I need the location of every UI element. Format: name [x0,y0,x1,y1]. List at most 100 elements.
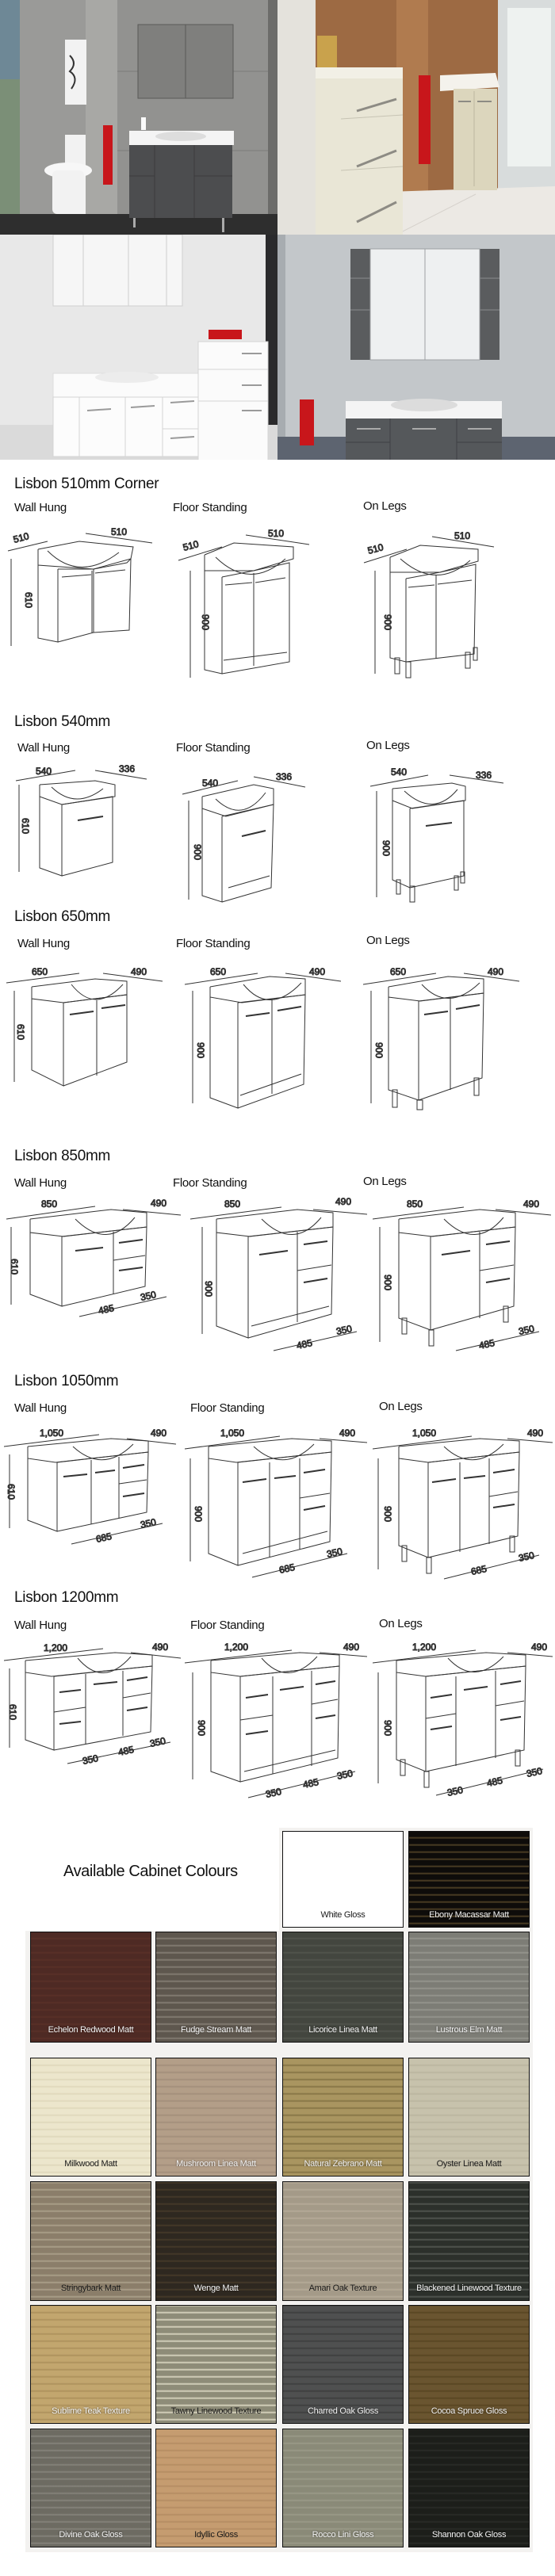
svg-text:350: 350 [336,1768,354,1782]
colour-swatch-white-gloss[interactable]: White Gloss [282,1831,404,1928]
svg-text:610: 610 [20,818,31,834]
drawing-540-on-legs: 540 336 900 [361,761,511,904]
swatch-texture [31,2306,151,2423]
swatch-texture [283,1832,403,1927]
colour-swatch-idyllic-gloss[interactable]: Idyllic Gloss [155,2429,277,2547]
swatch-label: Licorice Linea Matt [308,2025,377,2035]
colour-swatch-natural-zebrano-matt[interactable]: Natural Zebrano Matt [282,2058,404,2177]
svg-text:490: 490 [523,1198,539,1210]
swatch-texture [283,2058,403,2176]
svg-text:490: 490 [527,1428,543,1439]
svg-text:510: 510 [111,526,127,537]
svg-text:490: 490 [335,1196,351,1207]
drawing-corner-floor-standing: 510 510 900 [174,527,317,686]
swatch-texture [156,2306,276,2423]
section-title: Lisbon 1200mm [14,1589,119,1606]
svg-text:850: 850 [407,1198,423,1210]
colour-swatch-fudge-stream-matt[interactable]: Fudge Stream Matt [155,1932,277,2043]
colour-swatch-echelon-redwood-matt[interactable]: Echelon Redwood Matt [30,1932,151,2043]
svg-text:350: 350 [140,1516,158,1531]
svg-text:540: 540 [391,766,407,778]
svg-text:350: 350 [526,1765,544,1779]
variant-label-wall-hung: Wall Hung [17,741,70,755]
colours-title: Available Cabinet Colours [63,1863,238,1880]
svg-text:610: 610 [7,1704,18,1720]
swatch-label: Fudge Stream Matt [180,2025,252,2035]
svg-text:490: 490 [531,1642,547,1653]
swatch-label: Natural Zebrano Matt [304,2159,382,2169]
section-title: Lisbon 850mm [14,1148,111,1164]
colour-swatch-blackened-linewood-texture[interactable]: Blackened Linewood Texture [408,2181,530,2301]
svg-text:1,050: 1,050 [220,1428,244,1439]
svg-text:336: 336 [119,763,135,774]
swatch-label: Idyllic Gloss [194,2530,238,2540]
svg-text:900: 900 [382,1275,393,1290]
colour-swatch-milkwood-matt[interactable]: Milkwood Matt [30,2058,151,2177]
svg-text:610: 610 [9,1259,20,1275]
swatch-label: Wenge Matt [193,2284,239,2293]
colour-swatch-oyster-linea-matt[interactable]: Oyster Linea Matt [408,2058,530,2177]
swatch-label: Shannon Oak Gloss [431,2530,507,2540]
colour-swatch-licorice-linea-matt[interactable]: Licorice Linea Matt [282,1932,404,2043]
svg-text:490: 490 [339,1428,355,1439]
swatch-texture [409,1932,529,2042]
svg-text:1,200: 1,200 [412,1642,436,1653]
svg-text:485: 485 [302,1776,320,1791]
colour-swatch-lustrous-elm-matt[interactable]: Lustrous Elm Matt [408,1932,530,2043]
drawing-1200-floor-standing: 1,200 490 900 350 485 350 [181,1641,371,1800]
colour-swatch-amari-oak-texture[interactable]: Amari Oak Texture [282,2181,404,2301]
svg-text:900: 900 [195,1042,206,1058]
colour-swatch-divine-oak-gloss[interactable]: Divine Oak Gloss [30,2429,151,2547]
swatch-texture [409,2058,529,2176]
swatch-label: Oyster Linea Matt [436,2159,502,2169]
colour-swatch-stringybark-matt[interactable]: Stringybark Matt [30,2181,151,2301]
variant-label-on-legs: On Legs [366,934,410,947]
variant-label-floor-standing: Floor Standing [176,937,251,950]
svg-text:900: 900 [382,1720,393,1736]
swatch-label: Milkwood Matt [64,2159,117,2169]
colour-swatch-cocoa-spruce-gloss[interactable]: Cocoa Spruce Gloss [408,2305,530,2424]
photo-dark-grey-vanity [278,235,555,460]
svg-text:685: 685 [278,1561,297,1576]
svg-text:350: 350 [82,1752,100,1767]
svg-text:485: 485 [296,1337,314,1351]
swatch-texture [156,2182,276,2300]
drawing-850-on-legs: 850 490 900 485 350 [369,1195,555,1354]
svg-text:490: 490 [488,966,503,977]
colour-swatch-rocco-lini-gloss[interactable]: Rocco Lini Gloss [282,2429,404,2547]
swatch-texture [156,2429,276,2547]
colour-swatch-wenge-matt[interactable]: Wenge Matt [155,2181,277,2301]
drawing-1050-wall-hung: 1,050 490 610 685 350 [0,1427,182,1546]
swatch-texture [156,1932,276,2042]
variant-label-on-legs: On Legs [379,1400,423,1413]
svg-text:510: 510 [12,530,30,545]
svg-text:850: 850 [41,1198,57,1210]
svg-text:490: 490 [152,1642,168,1653]
svg-text:900: 900 [193,1506,204,1522]
swatch-label: Lustrous Elm Matt [435,2025,503,2035]
svg-text:685: 685 [470,1563,488,1577]
svg-text:650: 650 [210,966,226,977]
section-lisbon-1050: Lisbon 1050mm Wall Hung Floor Standing O… [0,1316,555,1580]
variant-label-wall-hung: Wall Hung [17,937,70,950]
svg-text:900: 900 [373,1042,385,1058]
svg-text:490: 490 [151,1428,166,1439]
swatch-label: Echelon Redwood Matt [48,2025,134,2035]
swatch-label: Charred Oak Gloss [307,2406,379,2416]
svg-text:685: 685 [95,1531,113,1545]
colour-swatch-mushroom-linea-matt[interactable]: Mushroom Linea Matt [155,2058,277,2177]
colour-swatch-sublime-teak-texture[interactable]: Sublime Teak Texture [30,2305,151,2424]
svg-text:510: 510 [366,541,385,556]
svg-text:490: 490 [309,966,325,977]
colour-swatch-ebony-macassar-matt[interactable]: Ebony Macassar Matt [408,1831,530,1928]
product-photo-grid [0,0,555,460]
variant-label-wall-hung: Wall Hung [14,1619,67,1632]
colour-swatch-shannon-oak-gloss[interactable]: Shannon Oak Gloss [408,2429,530,2547]
swatch-label: Sublime Teak Texture [52,2406,130,2416]
svg-text:350: 350 [518,1550,536,1564]
colour-swatch-charred-oak-gloss[interactable]: Charred Oak Gloss [282,2305,404,2424]
colour-swatch-tawny-linewood-texture[interactable]: Tawny Linewood Texture [155,2305,277,2424]
swatch-texture [409,2306,529,2423]
swatch-label: Stringybark Matt [60,2284,121,2293]
svg-text:900: 900 [192,844,203,860]
